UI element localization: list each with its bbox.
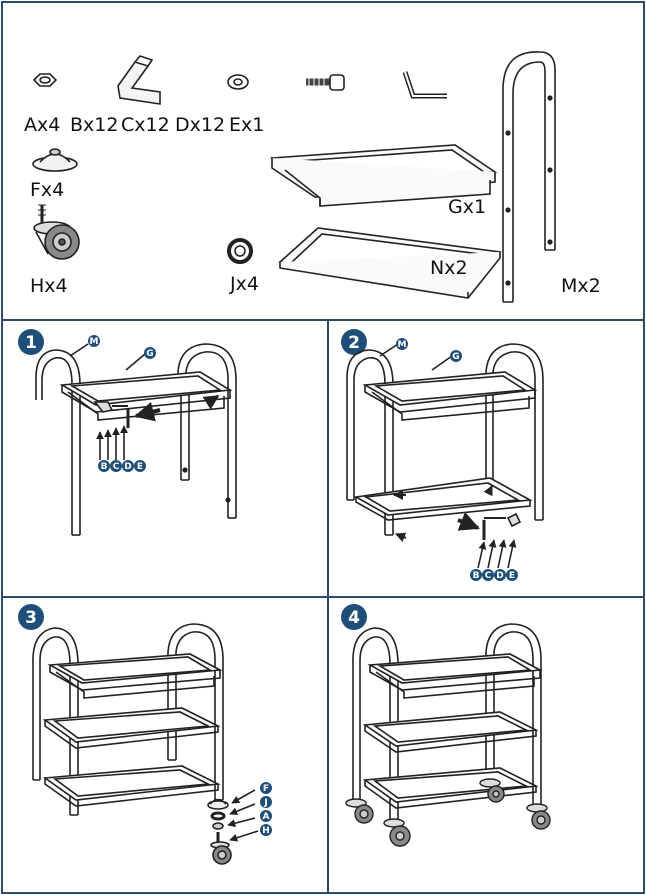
step-3-badge <box>18 604 44 630</box>
part-label-e: Ex1 <box>229 114 264 136</box>
hardware-badge-b <box>470 569 482 581</box>
step-3-drawing <box>32 623 259 865</box>
hardware-badge-a <box>260 810 272 822</box>
part-label-b: Bx12 <box>70 114 118 136</box>
hex-nut-icon <box>32 73 58 87</box>
part-label-j: Jx4 <box>229 273 259 295</box>
hardware-letter-e: E <box>137 462 143 472</box>
step-1-badge <box>18 329 44 355</box>
hardware-letter-h: H <box>262 826 270 836</box>
bolt-icon <box>306 74 345 91</box>
part-label-g: Gx1 <box>448 196 486 218</box>
callout-badge-g <box>144 347 156 359</box>
hardware-letter-c: C <box>485 571 492 581</box>
step-2-number: 2 <box>348 333 360 353</box>
step-2-drawing <box>346 343 544 569</box>
hardware-letter-d: D <box>124 462 131 472</box>
hardware-badge-f <box>260 782 272 794</box>
hardware-letter-b: B <box>101 462 108 472</box>
hardware-badge-e <box>506 569 518 581</box>
ring-washer-icon <box>227 238 253 264</box>
part-label-f: Fx4 <box>30 179 64 201</box>
step-4-badge <box>341 604 367 630</box>
step-4-panel: 4 <box>341 604 551 847</box>
callout-badge-m <box>88 335 100 347</box>
callout-badge-m <box>396 338 408 350</box>
part-label-m: Mx2 <box>561 275 601 297</box>
hardware-badge-c <box>482 569 494 581</box>
step-1-number: 1 <box>25 333 37 353</box>
washer-icon <box>227 74 249 90</box>
callout-letter-m: M <box>90 337 99 347</box>
part-label-h: Hx4 <box>30 275 68 297</box>
allen-key-icon <box>402 71 447 99</box>
callout-letter-m: M <box>398 340 407 350</box>
hardware-letter-c: C <box>113 462 120 472</box>
hardware-letter-e: E <box>509 571 515 581</box>
step-1-panel: 1 <box>18 329 237 536</box>
caster-wheels <box>345 778 551 847</box>
part-label-d: Dx12 <box>175 114 225 136</box>
callout-letter-g: G <box>452 352 459 362</box>
hardware-letter-b: B <box>473 571 480 581</box>
hardware-badge-d <box>122 460 134 472</box>
hardware-letter-j: J <box>263 798 267 808</box>
hardware-letter-f: F <box>263 784 269 794</box>
step-3-panel: 3 <box>18 604 272 865</box>
hardware-badge-j <box>260 796 272 808</box>
hardware-letter-a: A <box>263 812 270 822</box>
caster-wheel-icon <box>33 204 80 260</box>
callout-badge-g <box>450 350 462 362</box>
deep-tray-icon <box>269 144 498 207</box>
step-4-number: 4 <box>348 608 360 628</box>
corner-bracket-icon <box>117 55 161 105</box>
step-2-panel: 2 <box>341 329 544 581</box>
part-label-n: Nx2 <box>430 257 468 279</box>
step-4-drawing <box>352 623 543 820</box>
hardware-badge-h <box>260 824 272 836</box>
dome-cap-icon <box>32 148 78 172</box>
hardware-badge-d <box>494 569 506 581</box>
part-label-a: Ax4 <box>24 114 60 136</box>
hardware-badge-c <box>110 460 122 472</box>
step-1-drawing <box>35 343 237 536</box>
step-2-badge <box>341 329 367 355</box>
hardware-letter-d: D <box>496 571 503 581</box>
parts-list <box>32 55 447 105</box>
callout-letter-g: G <box>146 349 153 359</box>
hardware-badge-b <box>98 460 110 472</box>
step-3-number: 3 <box>25 608 37 628</box>
part-label-c: Cx12 <box>121 114 170 136</box>
hardware-badge-e <box>134 460 146 472</box>
u-frame-icon <box>502 51 556 303</box>
flat-tray-icon <box>278 227 502 299</box>
